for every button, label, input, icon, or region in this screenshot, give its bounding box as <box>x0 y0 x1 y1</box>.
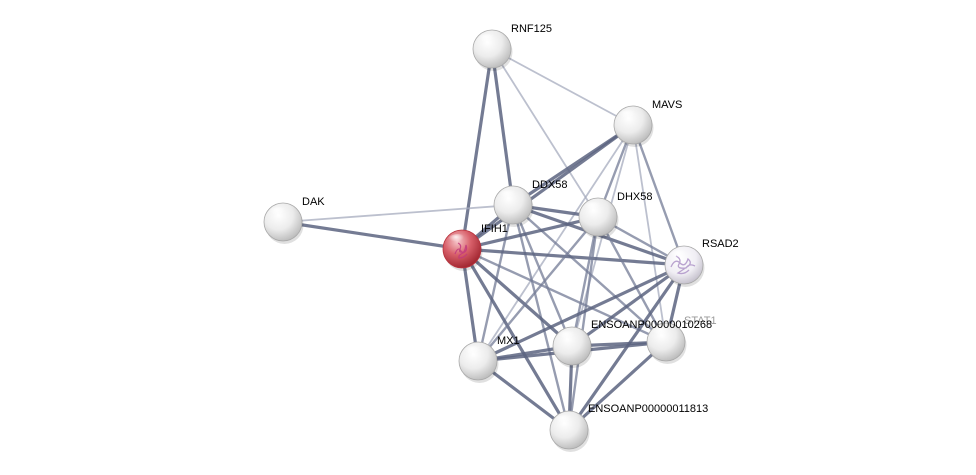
edge-dak-ddx58[interactable] <box>282 204 514 223</box>
node-label-rsad2: RSAD2 <box>702 238 739 250</box>
edge-mavs-rsad2[interactable] <box>631 123 686 267</box>
node-label-ifih1: IFIH1 <box>481 223 508 235</box>
node-stat1[interactable] <box>646 322 687 364</box>
node-highlight <box>269 207 289 219</box>
node-ensoanp00000010268[interactable] <box>552 326 593 368</box>
node-label-ddx58: DDX58 <box>532 179 567 191</box>
node-mavs[interactable] <box>613 105 654 147</box>
node-dhx58[interactable] <box>578 197 619 239</box>
edge-rsad2-ensoanp00000010268[interactable] <box>570 263 686 348</box>
edge-rnf125-dhx58[interactable] <box>491 48 599 218</box>
node-highlight <box>499 190 519 202</box>
node-ensoanp00000011813[interactable] <box>549 410 590 452</box>
edge-dhx58-ensoanp00000010268[interactable] <box>570 215 600 348</box>
node-label-mx1: MX1 <box>497 335 520 347</box>
edge-ifih1-dhx58[interactable] <box>460 215 600 251</box>
edge-ddx58-mx1[interactable] <box>476 203 515 363</box>
node-dak[interactable] <box>263 202 304 244</box>
node-label-stat1: STAT1 <box>684 315 717 327</box>
edge-rnf125-ddx58[interactable] <box>490 47 515 207</box>
edge-dhx58-stat1[interactable] <box>596 215 668 344</box>
node-highlight <box>619 110 639 122</box>
node-highlight <box>584 202 604 214</box>
edge-dhx58-mx1[interactable] <box>476 215 600 363</box>
edge-dhx58-ensoanp00000011813[interactable] <box>567 215 600 432</box>
node-mx1[interactable] <box>458 341 499 383</box>
edge-ifih1-ensoanp00000011813[interactable] <box>460 247 571 432</box>
edge-rnf125-ifih1[interactable] <box>460 47 494 251</box>
edge-rsad2-mx1[interactable] <box>476 263 686 363</box>
node-rnf125[interactable] <box>472 29 513 71</box>
node-highlight <box>555 415 575 427</box>
node-label-mavs: MAVS <box>652 99 682 111</box>
node-label-dhx58: DHX58 <box>617 191 652 203</box>
node-label-rnf125: RNF125 <box>511 23 552 35</box>
edge-stat1-ensoanp00000011813[interactable] <box>567 340 668 432</box>
node-highlight <box>558 331 578 343</box>
node-ddx58[interactable] <box>493 185 534 227</box>
node-label-ensoanp00000010268: ENSOANP00000010268 <box>591 319 712 331</box>
node-highlight <box>478 34 498 46</box>
edge-mavs-ifih1[interactable] <box>460 123 635 251</box>
node-highlight <box>652 327 672 339</box>
edge-ifih1-rsad2[interactable] <box>460 247 686 267</box>
edge-ifih1-stat1[interactable] <box>460 247 668 344</box>
edge-ifih1-ensoanp00000010268[interactable] <box>460 247 574 348</box>
node-highlight <box>464 346 484 358</box>
node-label-dak: DAK <box>302 196 325 208</box>
node-rsad2[interactable] <box>664 245 705 287</box>
edge-mavs-stat1[interactable] <box>632 124 667 343</box>
node-highlight <box>448 234 468 246</box>
node-highlight <box>670 250 690 262</box>
edge-dak-ifih1[interactable] <box>281 220 464 251</box>
node-ifih1[interactable] <box>442 229 483 271</box>
node-label-ensoanp00000011813: ENSOANP00000011813 <box>588 403 708 415</box>
edge-rnf125-mavs[interactable] <box>491 48 634 126</box>
